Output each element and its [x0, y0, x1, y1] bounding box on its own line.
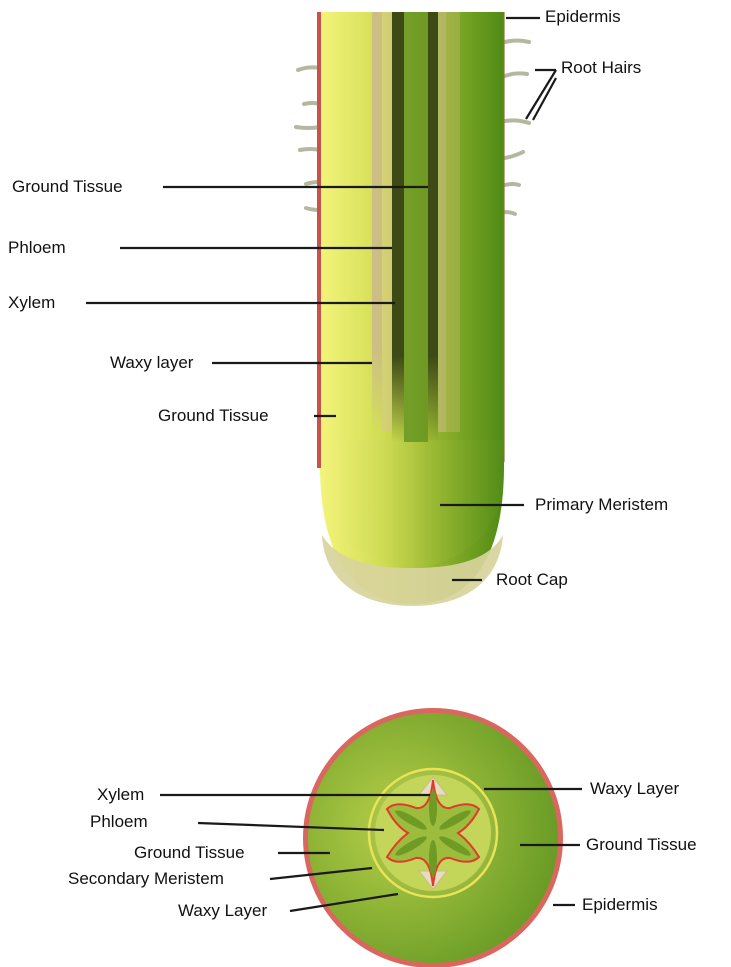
ground-tissue-core [404, 12, 428, 442]
label-xylem-cross: Xylem [97, 785, 144, 805]
label-ground-tissue-cross-left: Ground Tissue [134, 843, 245, 863]
label-secondary-meristem: Secondary Meristem [68, 869, 224, 889]
label-phloem-upper: Phloem [8, 238, 66, 258]
label-root-cap: Root Cap [496, 570, 568, 590]
root-hairs-leader [526, 70, 556, 119]
label-ground-tissue-lower: Ground Tissue [158, 406, 269, 426]
label-phloem-cross: Phloem [90, 812, 148, 832]
label-primary-meristem: Primary Meristem [535, 495, 668, 515]
xylem-strip-right [428, 12, 438, 442]
label-ground-tissue-upper: Ground Tissue [12, 177, 123, 197]
label-epidermis-cross: Epidermis [582, 895, 658, 915]
stele [372, 12, 460, 442]
label-ground-tissue-cross-right: Ground Tissue [586, 835, 697, 855]
label-root-hairs: Root Hairs [561, 58, 641, 78]
label-epidermis-top: Epidermis [545, 7, 621, 27]
epidermis-line-right [503, 12, 505, 462]
waxy-layer-strip-left [372, 12, 382, 432]
cross-section [303, 708, 563, 967]
label-waxy-layer-cross-left: Waxy Layer [178, 901, 267, 921]
xylem-strip-left [392, 12, 404, 442]
label-waxy-layer-upper: Waxy layer [110, 353, 193, 373]
label-waxy-layer-cross-right: Waxy Layer [590, 779, 679, 799]
label-xylem-upper: Xylem [8, 293, 55, 313]
epidermis-line-left [317, 12, 321, 468]
longitudinal-root [296, 12, 529, 606]
